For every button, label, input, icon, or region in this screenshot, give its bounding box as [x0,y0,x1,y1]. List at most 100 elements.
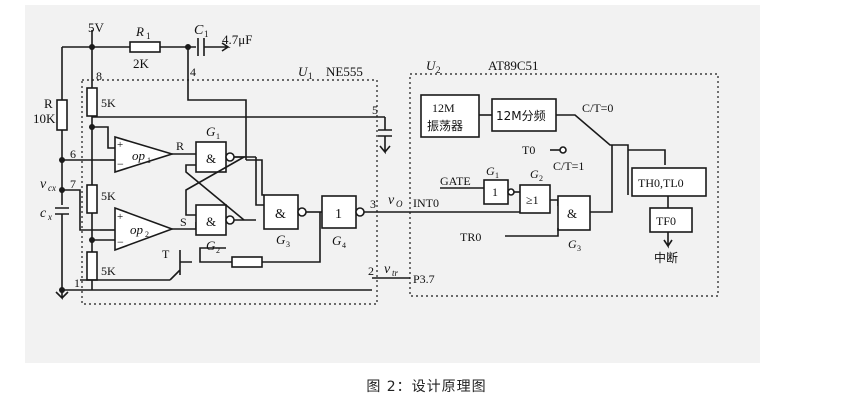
latch-outs [234,156,256,221]
g2-symbol: & [206,214,216,229]
osc-line2: 振荡器 [427,119,463,133]
pin-4: 4 [190,65,196,79]
divider-r1 [86,87,98,117]
g3-label-sub: 3 [286,240,290,249]
r1-sub: 1 [146,31,151,41]
g4-inverter [321,195,357,229]
g1-mcu-symbol: 1 [492,185,498,199]
g2-or-gate [519,184,551,214]
u1-label: U [298,64,309,79]
g1-symbol: & [206,151,216,166]
op2-minus: − [117,235,124,249]
div-box-label: 12M分频 [496,109,546,123]
tf0-label: TF0 [656,214,676,228]
r1-name: R [135,24,144,39]
r-value: 10K [33,111,56,126]
g2-mcu-label: G [530,167,539,181]
c1-value: 4.7μF [222,32,252,47]
r1-value: 2K [133,56,150,71]
op1-sub: 1 [147,156,151,165]
ground-arrow [55,214,69,300]
g2-label: G [206,238,216,253]
g3-bubble [297,207,307,217]
supply-label: 5V [88,20,105,35]
tf0-box [649,207,693,233]
discharge-base [199,247,232,263]
u2-label: U [426,58,437,73]
p37-label: P3.7 [413,272,435,286]
vtr-sub: tr [392,268,399,278]
vtr-main: v [384,262,391,277]
pin-7: 7 [70,177,76,191]
r-pin-label: R [176,139,184,153]
divider-r2 [86,184,98,214]
g1-label: G [206,124,216,139]
g3-to-switch [590,145,613,213]
g2-mcu-symbol: ≥1 [526,193,539,207]
op2-main: op [130,222,144,237]
op1-main: op [132,148,146,163]
g4-label-sub: 4 [342,241,346,250]
g1-mcu-inverter [483,179,509,205]
g1-bubble [225,152,235,162]
pin-8: 8 [96,69,102,83]
pin4-wire [187,47,247,160]
cx-main: c [40,206,47,221]
g1-mcu-label: G [486,164,495,178]
g3-symbol: & [275,207,286,222]
g4-label: G [332,233,342,248]
c1-sub: 1 [204,29,209,39]
g2-nand [195,204,227,236]
th-tl-box [631,167,707,197]
cx-sub: x [47,212,52,222]
g3-label: G [276,232,286,247]
discharge-transistor [80,250,192,281]
vcx-sub: cx [48,183,56,193]
r-name: R [44,96,53,111]
ct1-label: C/T=1 [553,159,584,173]
junction-dot [59,157,65,163]
junction-dot [89,124,95,130]
pin-6: 6 [70,147,76,161]
g3-mcu-sub: 3 [577,244,581,253]
op2-plus: + [117,211,123,223]
op2-comparator [114,206,175,252]
interrupt-label: 中断 [654,250,678,265]
g1-mcu-sub: 1 [495,171,499,180]
gate-label: GATE [440,174,471,188]
g2-label-sub: 2 [216,246,220,255]
g3-in2 [246,159,264,196]
t0-contact [559,146,567,154]
divider-label-2: 5K [101,189,116,203]
t-pin-label: T [162,247,170,261]
pin-5: 5 [372,103,378,117]
g2-bubble [225,215,235,225]
pin7-wire [62,189,100,231]
junction-dot [89,44,95,50]
r-resistor [56,99,68,131]
figure-caption: 图 2：设计原理图 [366,379,487,395]
mode-switch [556,114,629,195]
c1-name: C [194,23,204,38]
divider-box [491,98,557,132]
g4-bubble [355,207,365,217]
discharge-feed [262,212,321,263]
u1-part: NE555 [326,64,363,79]
ne555-boundary [81,79,378,305]
pin-3: 3 [370,197,376,211]
tr0-wire [505,228,559,237]
op1-plus: + [117,139,123,151]
op1-ref [92,126,115,149]
r1-resistor [129,41,161,53]
pin-2: 2 [368,264,374,278]
pin5-capacitor [378,117,392,155]
junction-dot [185,44,191,50]
g2-mcu-sub: 2 [539,174,543,183]
cross-2 [185,164,245,221]
g1-mcu-bubble [507,188,515,196]
oscillator-box [420,94,480,138]
op1-comparator [114,135,175,174]
g3-and-gate [557,195,591,231]
